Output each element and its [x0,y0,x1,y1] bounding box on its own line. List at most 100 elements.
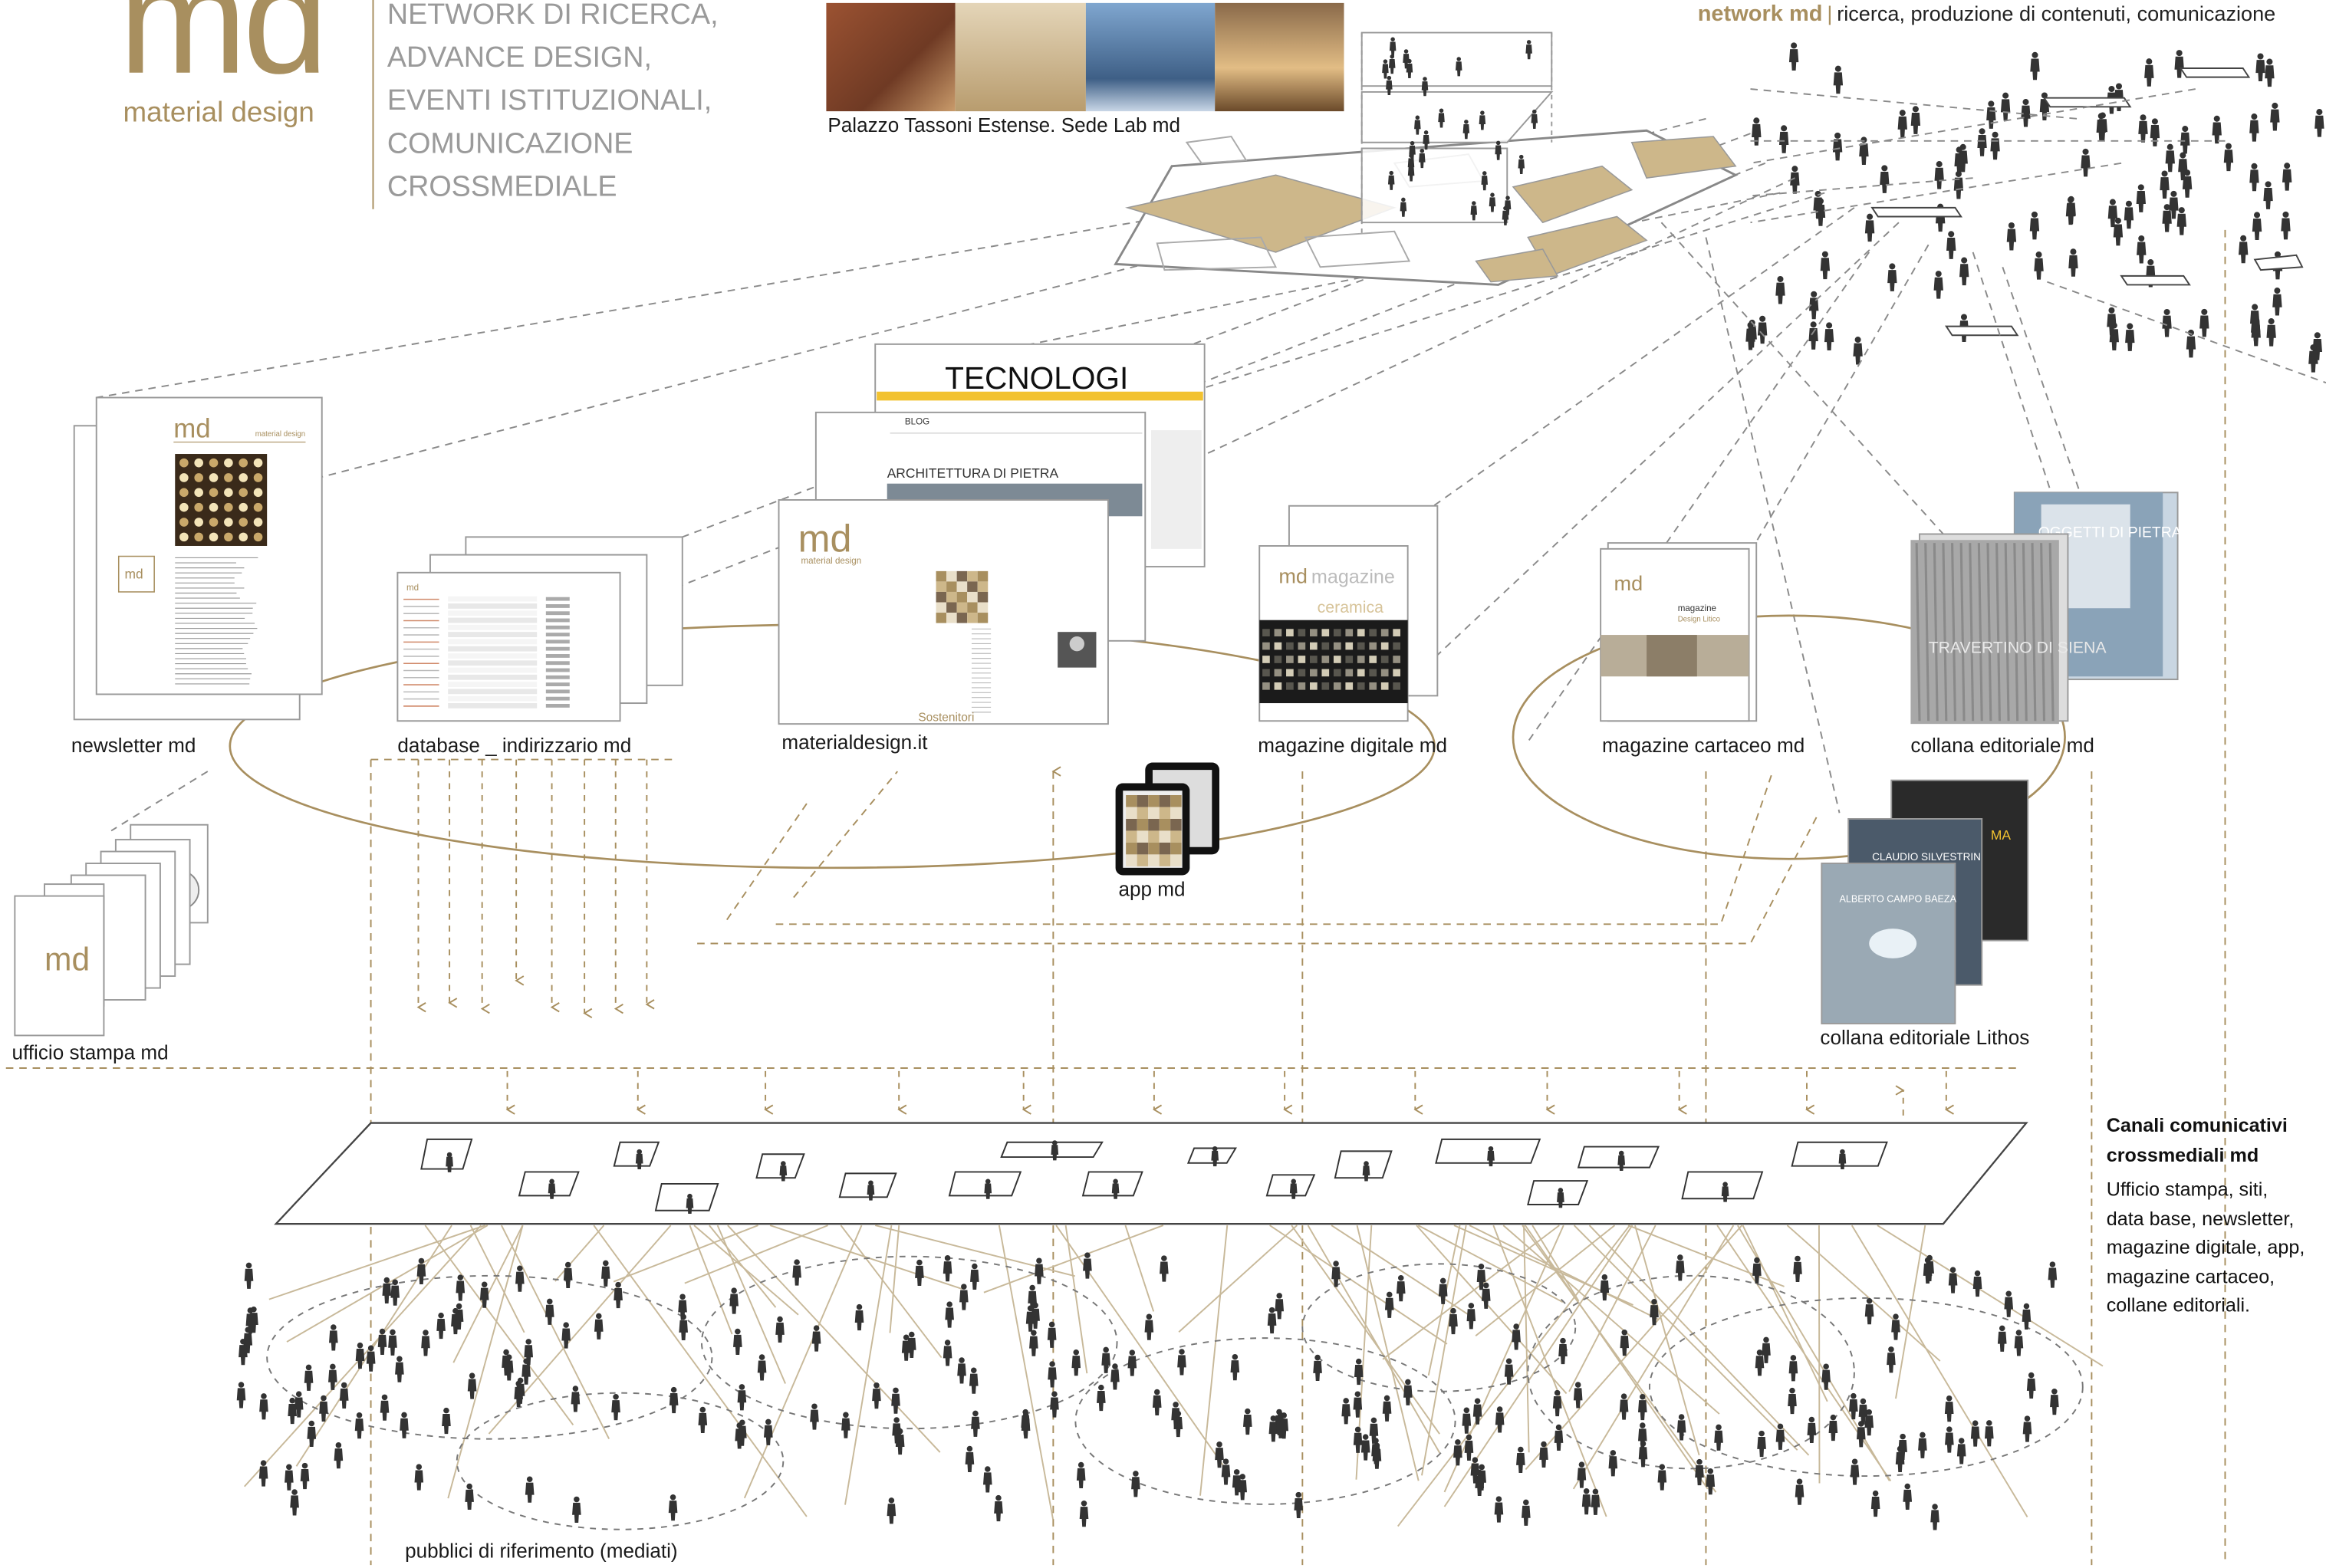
person-icon [2162,308,2172,337]
person-icon [1101,1346,1110,1373]
audience-groups [266,1255,2084,1530]
person-icon [1910,106,1921,134]
person-icon [2136,184,2146,212]
svg-text:Sostenitori: Sostenitori [918,711,974,724]
svg-text:TRAVERTINO DI SIENA: TRAVERTINO DI SIENA [1929,638,2107,656]
person-icon [244,1262,254,1289]
tagline-line: NETWORK DI RICERCA, [387,0,719,31]
person-icon [1788,1387,1797,1415]
person-icon [891,1387,900,1414]
label-press-office: ufficio stampa md [12,1041,169,1064]
person-icon [1522,1499,1531,1526]
person-icon [1341,1398,1351,1425]
person-icon [1637,1393,1647,1421]
network-description: ricerca, produzione di contenuti, comuni… [1837,1,2276,25]
person-icon [1403,1379,1413,1405]
person-icon [2068,248,2078,277]
person-icon [841,1412,850,1438]
person-icon [1466,1303,1476,1330]
person-icon [2029,211,2040,240]
person-icon [1472,1398,1482,1425]
person-icon [1833,65,1844,94]
svg-text:md: md [124,567,143,582]
database-thumbnail: md [396,536,683,722]
sidebar-note: Canali comunicativi crossmediali md Uffi… [2107,1111,2314,1320]
person-icon [479,1281,489,1308]
person-icon [970,1263,979,1290]
person-icon [236,1382,246,1409]
person-icon [414,1464,424,1491]
person-icon [2081,148,2091,177]
person-icon [1079,1500,1089,1527]
svg-text:CLAUDIO SILVESTRIN: CLAUDIO SILVESTRIN [1872,851,1981,863]
person-icon [1177,1349,1186,1376]
person-icon [1591,1488,1601,1515]
sidebar-body-line: collane editoriali. [2106,1294,2251,1317]
person-icon [1558,1337,1568,1365]
person-icon [2270,102,2280,131]
person-icon [1504,1358,1514,1385]
person-icon [329,1324,338,1351]
person-icon [2034,251,2044,280]
person-icon [1891,1313,1900,1340]
book-series-md-thumbnail: OGGETTI DI PIETRA TRAVERTINO DI SIENA [1910,491,2182,725]
hq-photo [1084,2,1215,112]
person-icon [2249,113,2259,142]
person-icon [571,1386,581,1412]
person-icon [290,1489,299,1516]
person-icon [1097,1384,1106,1412]
person-icon [872,1382,881,1409]
person-icon [1029,1330,1038,1356]
person-icon [1953,170,1964,199]
person-icon [1820,251,1831,280]
label-audience: pubblici di riferimento (mediati) [405,1540,678,1563]
person-icon [561,1322,571,1349]
person-icon [1934,161,1944,189]
person-icon [2252,212,2262,240]
person-icon [943,1255,952,1282]
person-icon [2174,50,2184,78]
person-icon [1638,1441,1648,1468]
tagline-line: ADVANCE DESIGN, [387,41,653,74]
person-icon [366,1345,376,1372]
person-icon [1944,1395,1954,1422]
person-icon [1294,1491,1304,1519]
tagline: NETWORK DI RICERCA, ADVANCE DESIGN, EVEN… [372,0,719,209]
person-icon [2026,1372,2036,1399]
person-icon [1396,1274,1406,1302]
person-icon [2160,170,2170,199]
person-icon [2138,114,2148,143]
person-icon [1076,1461,1086,1489]
person-icon [1930,1504,1939,1530]
person-icon [2281,211,2291,240]
person-icon [354,1412,364,1439]
person-icon [775,1316,785,1343]
person-icon [2000,92,2011,121]
person-icon [764,1418,773,1445]
sidebar-body-line: Ufficio stampa, siti, [2106,1178,2268,1201]
person-icon [1242,1408,1252,1435]
person-icon [957,1357,966,1384]
person-icon [1984,1420,1994,1447]
person-icon [614,1281,623,1309]
person-icon [307,1420,317,1447]
person-icon [1832,132,1843,161]
person-icon [400,1412,409,1438]
person-icon [1986,100,1996,129]
person-icon [698,1406,708,1434]
person-icon [611,1394,620,1421]
label-book-series-lithos: collana editoriale Lithos [1820,1026,2030,1049]
person-icon [1048,1361,1057,1388]
person-icon [1110,1363,1120,1390]
sidebar-title-line: Canali comunicativi [2106,1113,2288,1137]
person-icon [1230,1353,1240,1381]
person-icon [1778,125,1789,153]
person-icon [2050,1389,2059,1415]
person-icon [421,1330,430,1356]
person-icon [2223,143,2234,172]
headquarters-caption: Palazzo Tassoni Estense. Sede Lab md [827,113,1181,136]
person-icon [388,1329,397,1356]
person-icon [1275,1293,1285,1320]
person-icon [1050,1391,1059,1418]
